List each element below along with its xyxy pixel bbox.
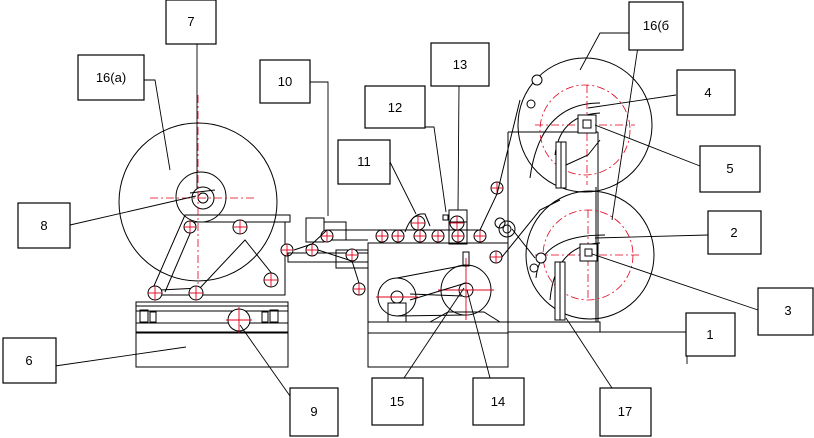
label-11: 11 <box>337 139 391 185</box>
label-2: 2 <box>707 210 762 255</box>
svg-text:1: 1 <box>706 327 713 342</box>
label-16b: 16(б <box>628 1 684 51</box>
label-10: 10 <box>259 59 311 104</box>
label-8: 8 <box>17 202 71 249</box>
svg-text:11: 11 <box>357 154 371 169</box>
leader-lines <box>54 32 759 397</box>
processing-rollers <box>305 181 506 296</box>
unwind-base <box>135 332 289 368</box>
svg-text:14: 14 <box>491 394 505 409</box>
svg-text:16(б: 16(б <box>643 18 669 33</box>
svg-text:2: 2 <box>730 225 737 240</box>
svg-text:4: 4 <box>704 85 711 100</box>
unwind-rail <box>135 305 289 312</box>
unwind-frame-base <box>135 301 289 333</box>
label-1: 1 <box>685 312 736 357</box>
label-7: 7 <box>165 0 217 45</box>
svg-text:17: 17 <box>618 404 632 419</box>
svg-text:6: 6 <box>25 353 32 368</box>
label-4: 4 <box>676 69 736 116</box>
label-16a: 16(a) <box>77 54 145 101</box>
label-14: 14 <box>472 377 525 426</box>
svg-text:8: 8 <box>40 218 47 233</box>
label-15: 15 <box>371 377 424 426</box>
label-12: 12 <box>364 85 426 129</box>
label-17: 17 <box>599 387 652 437</box>
rewind-reel-lower <box>525 190 655 320</box>
unwind-reel-hub <box>175 171 227 223</box>
label-6: 6 <box>2 337 57 384</box>
unwind-stand <box>118 95 294 368</box>
svg-text:12: 12 <box>388 100 402 115</box>
svg-text:9: 9 <box>310 404 317 419</box>
rewind-unit <box>501 57 655 333</box>
svg-text:3: 3 <box>784 303 791 318</box>
svg-text:5: 5 <box>726 161 733 176</box>
guide-knob <box>498 220 516 238</box>
label-5: 5 <box>699 145 761 193</box>
label-3: 3 <box>757 287 814 336</box>
svg-text:13: 13 <box>453 57 467 72</box>
svg-text:7: 7 <box>187 14 194 29</box>
processing-unit <box>287 99 521 368</box>
svg-text:10: 10 <box>278 74 292 89</box>
rewind-reel-upper <box>517 57 653 193</box>
processing-base <box>367 332 509 368</box>
label-9: 9 <box>289 387 339 437</box>
svg-text:15: 15 <box>390 394 404 409</box>
label-13: 13 <box>430 42 490 87</box>
svg-text:16(a): 16(a) <box>96 70 126 85</box>
